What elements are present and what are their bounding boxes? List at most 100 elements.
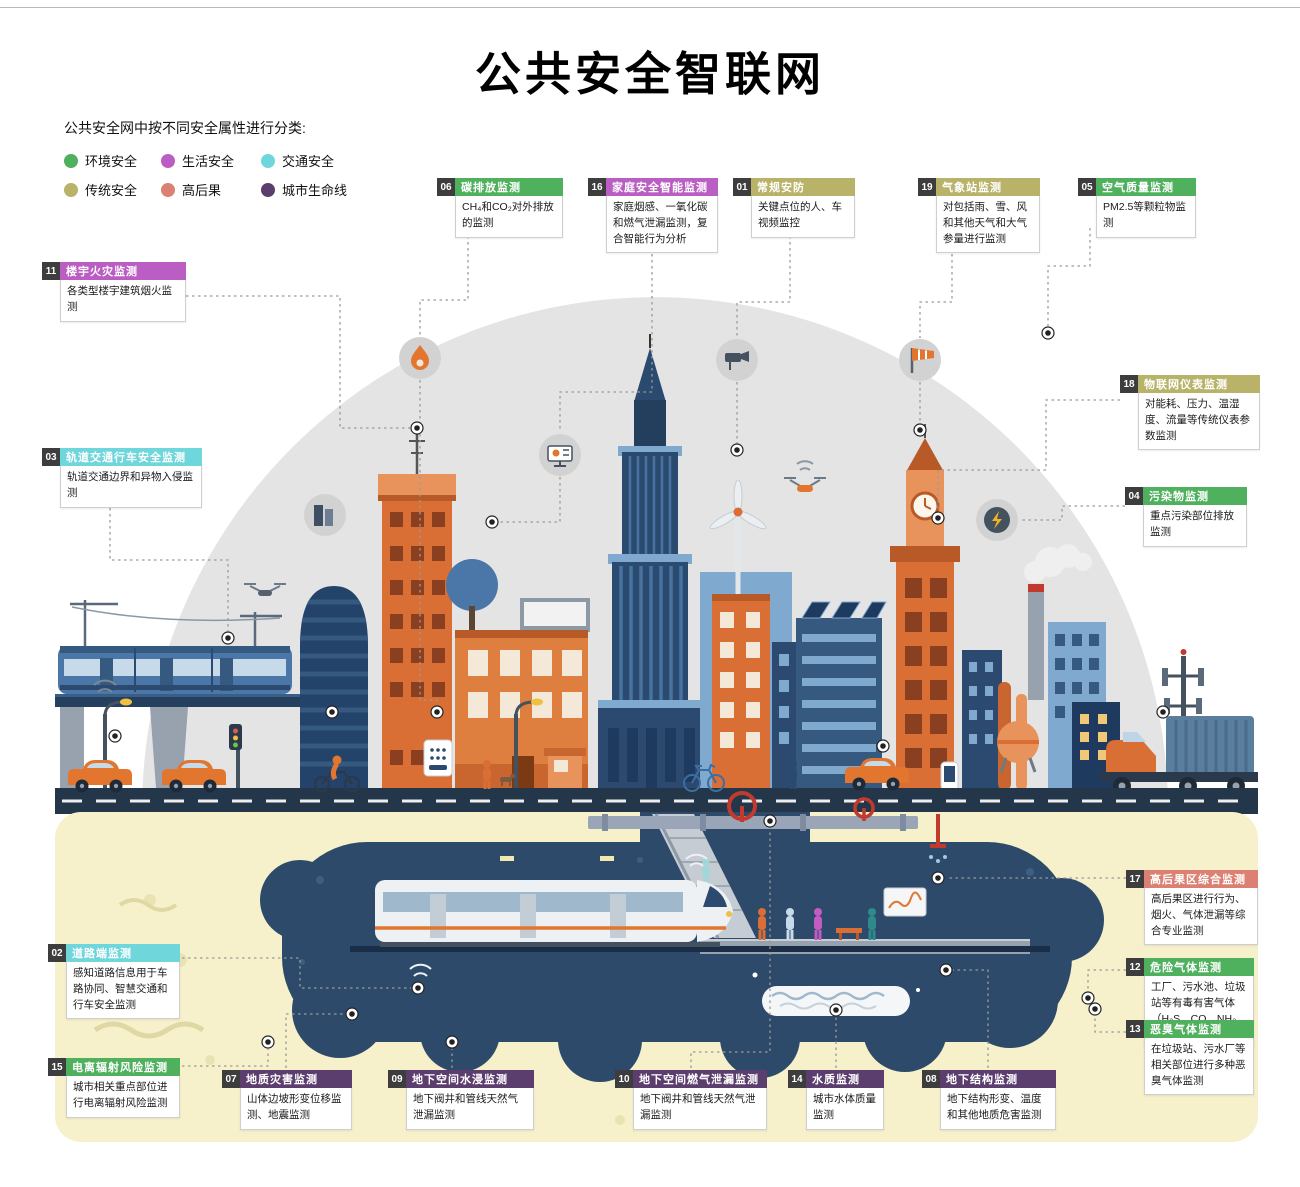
legend-item-life: 生活安全 [161,151,261,170]
callout-number: 14 [788,1070,806,1088]
callout-title: 空气质量监测 [1096,178,1196,196]
callout-number: 13 [1126,1020,1144,1038]
pedestrian [789,760,797,789]
legend-label: 交通安全 [282,154,335,169]
callout-description: 城市相关重点部位进行电离辐射风险监测 [66,1076,180,1118]
platform-people [758,887,927,940]
callout-title: 地质灾害监测 [240,1070,352,1088]
drone-icon-right [784,460,826,492]
gas-pipe [588,791,918,831]
callout-title: 电离辐射风险监测 [66,1058,180,1076]
callout-title: 道路端监测 [66,944,180,962]
callout-number: 19 [918,178,936,196]
callout-description: 关键点位的人、车视频监控 [751,196,855,238]
callout-number: 03 [42,448,60,466]
callout-number: 15 [48,1058,66,1076]
callout-title: 气象站监测 [936,178,1040,196]
smart-home-panel [423,739,453,777]
high-consequence-color-dot [161,182,175,197]
subway-train [375,853,733,947]
chimney-smoke [1024,544,1092,583]
callout-title: 地下空间水浸监测 [406,1070,534,1088]
legend-item-high-consequence: 高后果 [161,180,261,199]
callout-title: 常规安防 [751,178,855,196]
callout-title: 地下空间燃气泄漏监测 [633,1070,767,1088]
legend-item-environment: 环境安全 [64,151,161,170]
callout-title: 危险气体监测 [1144,958,1254,976]
legend: 环境安全 生活安全 交通安全 传统安全 高后果 城市生命线 [64,146,381,204]
central-skyscraper [598,334,702,790]
legend-label: 传统安全 [85,183,138,198]
motorbike [313,755,361,793]
callout-description: 各类型楼宇建筑烟火监测 [60,280,186,322]
legend-label: 高后果 [182,183,222,198]
dog [500,773,516,786]
callout-number: 07 [222,1070,240,1088]
callout-title: 碳排放监测 [455,178,563,196]
fire-icon [399,337,441,379]
bicycle [683,763,725,792]
monorail-train [58,646,292,694]
callout-title: 恶臭气体监测 [1144,1020,1254,1038]
street-furniture [93,679,959,791]
windsock-icon [899,339,941,381]
wind-turbine [709,479,767,530]
legend-label: 生活安全 [182,154,235,169]
callout-description: 家庭烟感、一氧化碳和燃气泄漏监测，复合智能行为分析 [606,196,718,254]
callout-title: 地下结构监测 [940,1070,1056,1088]
rounded-tower [300,586,368,790]
lifeline-color-dot [261,182,275,197]
legend-item-lifeline: 城市生命线 [261,180,381,199]
callout-title: 轨道交通行车安全监测 [60,448,202,466]
callout-number: 17 [1126,870,1144,888]
callout-number: 04 [1125,487,1143,505]
legend-caption: 公共安全网中按不同安全属性进行分类: [64,120,306,136]
callout-number: 10 [615,1070,633,1088]
callout-title: 楼宇火灾监测 [60,262,186,280]
callout-description: 重点污染部位排放监测 [1143,505,1247,547]
callout-title: 污染物监测 [1143,487,1247,505]
container-truck [1100,716,1258,795]
callout-description: 感知道路信息用于车路协同、智慧交通和行车安全监测 [66,962,180,1020]
callout-description: 地下阀井和管线天然气泄漏监测 [633,1088,767,1130]
legend-label: 环境安全 [85,154,138,169]
water-pool [752,972,920,1016]
road [55,788,1258,814]
callout-number: 06 [437,178,455,196]
callout-description: PM2.5等颗粒物监测 [1096,196,1196,238]
callout-number: 01 [733,178,751,196]
callout-description: 地下结构形变、温度和其他地质危害监测 [940,1088,1056,1130]
traditional-color-dot [64,182,78,197]
callout-description: 山体边坡形变位移监测、地震监测 [240,1088,352,1130]
callout-description: 对包括雨、雪、风和其他天气和大气参量进行监测 [936,196,1040,254]
callout-description: CH₄和CO₂对外排放的监测 [455,196,563,238]
callout-number: 05 [1078,178,1096,196]
life-color-dot [161,153,175,168]
legend-item-traditional: 传统安全 [64,180,161,199]
traffic-color-dot [261,153,275,168]
sprinkler [929,814,947,863]
drone-icon-left [244,583,286,596]
vehicles [68,755,909,793]
callout-number: 02 [48,944,66,962]
callout-title: 水质监测 [806,1070,884,1088]
callout-description: 对能耗、压力、温湿度、流量等传统仪表参数监测 [1138,393,1260,451]
monitor-icon [539,434,581,476]
legend-item-traffic: 交通安全 [261,151,381,170]
orange-tower [378,428,456,790]
pollution-monitor-icon [976,499,1018,541]
